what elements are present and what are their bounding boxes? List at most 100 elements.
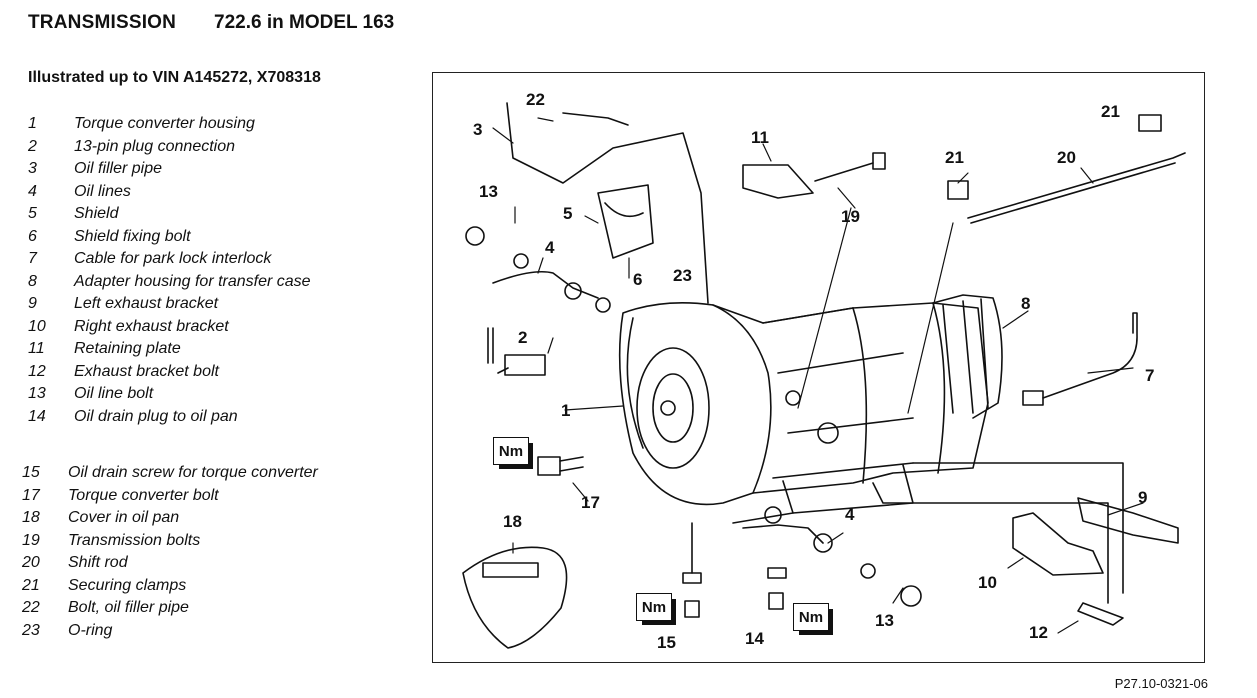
exploded-transmission-diagram: 1 2 3 4 4 5 6 7 8 9 10 11 12 13 13 14 15… <box>432 72 1205 663</box>
callout-19: 19 <box>841 207 860 226</box>
callout-11: 11 <box>751 128 769 147</box>
legend-number: 19 <box>22 531 40 549</box>
callout-20: 20 <box>1057 148 1076 167</box>
callout-12: 12 <box>1029 623 1048 642</box>
legend-number: 21 <box>22 576 40 594</box>
legend-entry: 7 Cable for park lock interlock <box>28 248 311 271</box>
legend-label: Securing clamps <box>68 576 187 594</box>
document-title: TRANSMISSION <box>28 12 177 33</box>
torque-spec-badge-15: Nm <box>636 593 676 625</box>
reference-code: P27.10-0321-06 <box>1114 676 1208 691</box>
legend-entry: 18 Cover in oil pan <box>22 507 318 530</box>
shift-rod-drawing <box>947 114 1186 224</box>
legend-number: 3 <box>28 160 37 177</box>
callout-13-lower: 13 <box>875 611 894 630</box>
callout-14: 14 <box>745 629 764 648</box>
legend-number: 4 <box>28 182 37 200</box>
callout-leader-lines <box>492 117 1144 634</box>
legend-number: 7 <box>28 250 37 267</box>
exhaust-brackets-drawing <box>1012 497 1179 626</box>
drain-screws-drawing <box>682 522 787 618</box>
legend-label: Cover in oil pan <box>68 509 180 526</box>
legend-number: 2 <box>28 137 37 155</box>
legend-number: 12 <box>28 362 46 380</box>
oil-pan-cover-drawing <box>462 546 568 649</box>
legend-entry: 6 Shield fixing bolt <box>28 226 311 249</box>
callout-7: 7 <box>1145 366 1154 385</box>
legend-number: 18 <box>22 509 40 526</box>
plug-connection-drawing <box>487 327 546 376</box>
legend-label: Torque converter bolt <box>68 486 219 504</box>
legend-label: Oil drain screw for torque converter <box>68 464 318 481</box>
callout-15: 15 <box>657 633 676 652</box>
legend-label: Shield fixing bolt <box>74 227 191 245</box>
callout-23: 23 <box>673 266 692 285</box>
torque-spec-badge-14: Nm <box>793 603 833 635</box>
legend-entry: 11 Retaining plate <box>28 338 311 361</box>
legend-number: 9 <box>28 295 37 312</box>
legend-label: Shield <box>74 205 119 222</box>
torque-converter-bolt-drawing <box>537 456 584 476</box>
legend-label: Bolt, oil filler pipe <box>68 599 189 616</box>
legend-label: 13-pin plug connection <box>74 137 236 155</box>
legend-number: 8 <box>28 272 37 290</box>
callout-2: 2 <box>518 328 527 347</box>
oil-filler-pipe-drawing <box>506 102 709 304</box>
legend-number: 5 <box>28 205 37 222</box>
oil-lines-lower-drawing <box>742 506 922 607</box>
legend-label: Exhaust bracket bolt <box>74 362 219 380</box>
legend-label: Left exhaust bracket <box>74 295 219 312</box>
legend-entry: 5 Shield <box>28 203 311 226</box>
legend-entry: 12 Exhaust bracket bolt <box>28 361 311 384</box>
transmission-body-drawing <box>618 294 1124 604</box>
legend-number: 13 <box>28 385 46 402</box>
legend-number: 23 <box>22 621 40 639</box>
torque-spec-badge-17: Nm <box>493 437 533 469</box>
callout-8: 8 <box>1021 294 1030 313</box>
legend-number: 6 <box>28 227 37 245</box>
model-designation: 722.6 in MODEL 163 <box>214 12 395 33</box>
legend-label: Transmission bolts <box>68 531 201 549</box>
callout-1: 1 <box>561 401 570 420</box>
callout-21-right: 21 <box>1101 102 1120 121</box>
callout-4-upper: 4 <box>545 238 555 257</box>
legend-entry: 8 Adapter housing for transfer case <box>28 271 311 294</box>
legend-entry: 22 Bolt, oil filler pipe <box>22 597 318 620</box>
legend-entry: 2 13-pin plug connection <box>28 136 311 159</box>
park-lock-cable-drawing <box>1022 312 1138 406</box>
legend-label: Retaining plate <box>74 340 181 357</box>
legend-label: Adapter housing for transfer case <box>74 272 311 290</box>
legend-label: Right exhaust bracket <box>74 317 229 335</box>
legend-entry: 14 Oil drain plug to oil pan <box>28 406 311 429</box>
callout-6: 6 <box>633 270 642 289</box>
legend-entry: 21 Securing clamps <box>22 575 318 598</box>
callout-22: 22 <box>526 90 545 109</box>
legend-entry: 20 Shift rod <box>22 552 318 575</box>
legend-label: Cable for park lock interlock <box>74 250 272 267</box>
legend-label: Oil filler pipe <box>74 160 163 177</box>
legend-number: 11 <box>28 340 45 357</box>
callout-13-upper: 13 <box>479 182 498 201</box>
callout-5: 5 <box>563 204 572 223</box>
callout-21-left: 21 <box>945 148 964 167</box>
legend-number: 22 <box>22 599 40 616</box>
callout-9: 9 <box>1138 488 1147 507</box>
legend-label: Shift rod <box>68 554 128 571</box>
callout-3: 3 <box>473 120 482 139</box>
legend-number: 20 <box>22 554 40 571</box>
diagram-canvas: 1 2 3 4 4 5 6 7 8 9 10 11 12 13 13 14 15… <box>462 90 1186 652</box>
legend-label: Oil line bolt <box>74 385 154 402</box>
legend-entry: 3 Oil filler pipe <box>28 158 311 181</box>
legend-label: Oil drain plug to oil pan <box>74 407 238 425</box>
legend-entry: 19 Transmission bolts <box>22 530 318 553</box>
legend-number: 14 <box>28 407 46 425</box>
legend-number: 1 <box>28 115 37 132</box>
callout-10: 10 <box>978 573 997 592</box>
